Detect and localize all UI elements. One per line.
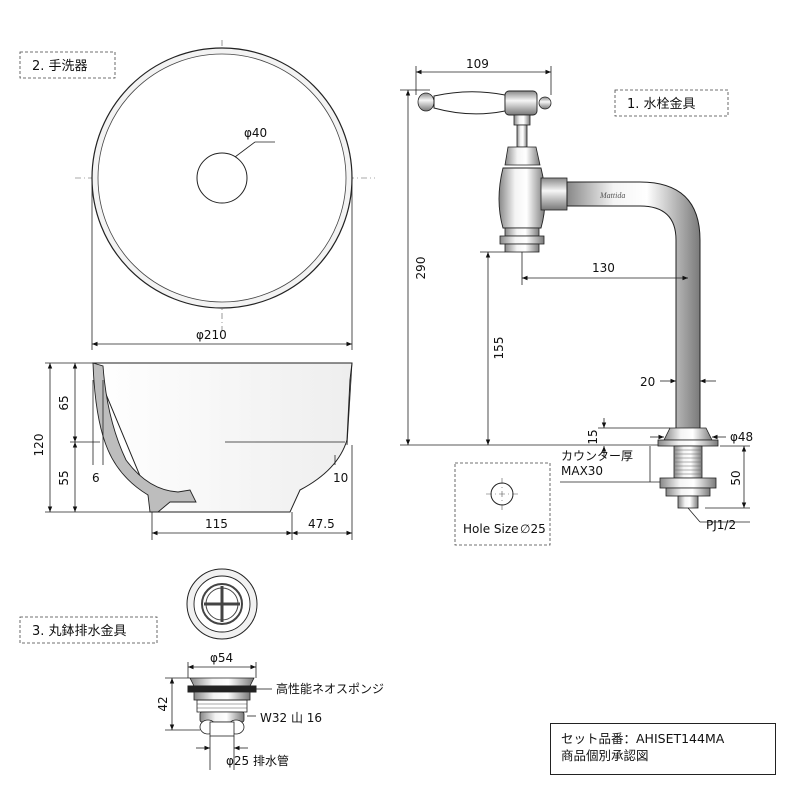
basin-upper-dim: 65 bbox=[57, 395, 71, 410]
faucet-body-icon bbox=[498, 146, 546, 253]
faucet-width-dim: 109 bbox=[466, 57, 489, 71]
basin-wall-left-dim: 6 bbox=[92, 471, 100, 485]
faucet-spout-height-dim: 155 bbox=[492, 337, 506, 360]
faucet-drawing: 290 109 Mattida bbox=[400, 57, 753, 546]
faucet-reach-dim: 130 bbox=[592, 261, 615, 275]
counter-max: MAX30 bbox=[561, 464, 603, 478]
counter-note: カウンター厚 bbox=[561, 449, 633, 463]
hole-size-box: Hole Size ∅25 bbox=[454, 462, 551, 546]
svg-text:Mattida: Mattida bbox=[599, 191, 625, 200]
faucet-height-dim: 290 bbox=[414, 257, 428, 280]
set-info-box: セット品番：AHISET144MA 商品個別承認図 bbox=[550, 723, 776, 775]
svg-text:Hole Size: Hole Size bbox=[463, 522, 519, 536]
faucet-flange-icon bbox=[657, 427, 719, 447]
faucet-label-box: 1. 水栓金具 bbox=[614, 89, 729, 117]
faucet-shank-icon bbox=[659, 445, 717, 509]
faucet-pipe-dim: 20 bbox=[640, 375, 655, 389]
svg-text:2. 手洗器: 2. 手洗器 bbox=[32, 59, 88, 74]
drain-top-view bbox=[186, 568, 258, 640]
faucet-thread-len-dim: 50 bbox=[729, 470, 743, 485]
drain-pipe-label: φ25 排水管 bbox=[226, 753, 289, 768]
drain-sponge-label: 高性能ネオスポンジ bbox=[276, 681, 384, 696]
faucet-thread-spec: PJ1/2 bbox=[706, 518, 736, 532]
svg-text:3. 丸鉢排水金具: 3. 丸鉢排水金具 bbox=[32, 623, 127, 639]
drain-side-view: φ54 42 高性能ネオスポンジ W32 山 16 φ25 排水管 bbox=[156, 651, 384, 770]
basin-section: 120 65 55 6 10 115 47.5 bbox=[32, 362, 353, 540]
drain-thread-label: W32 山 16 bbox=[260, 711, 322, 725]
basin-base-dim: 115 bbox=[205, 517, 228, 531]
basin-wall-right-dim: 10 bbox=[333, 471, 348, 485]
drain-label-box: 3. 丸鉢排水金具 bbox=[19, 616, 158, 644]
basin-offset-dim: 47.5 bbox=[308, 517, 335, 531]
faucet-handle-icon bbox=[417, 90, 552, 148]
document-type: 商品個別承認図 bbox=[561, 748, 649, 763]
basin-height-dim: 120 bbox=[32, 434, 46, 457]
drain-dia-dim: φ54 bbox=[210, 651, 233, 665]
svg-text:∅25: ∅25 bbox=[520, 522, 546, 536]
basin-lower-dim: 55 bbox=[57, 470, 71, 485]
set-number: セット品番：AHISET144MA bbox=[561, 731, 725, 746]
faucet-spout-icon: Mattida bbox=[540, 177, 701, 431]
basin-hole-dim: φ40 bbox=[244, 126, 267, 140]
faucet-flange-thk-dim: 15 bbox=[586, 429, 600, 444]
faucet-flange-dia-dim: φ48 bbox=[730, 430, 753, 444]
basin-label-box: 2. 手洗器 bbox=[19, 51, 116, 79]
basin-top-view: φ40 φ210 bbox=[75, 40, 375, 350]
basin-outer-dim: φ210 bbox=[196, 328, 227, 342]
drain-height-dim: 42 bbox=[156, 696, 170, 711]
svg-text:1. 水栓金具: 1. 水栓金具 bbox=[627, 96, 696, 112]
